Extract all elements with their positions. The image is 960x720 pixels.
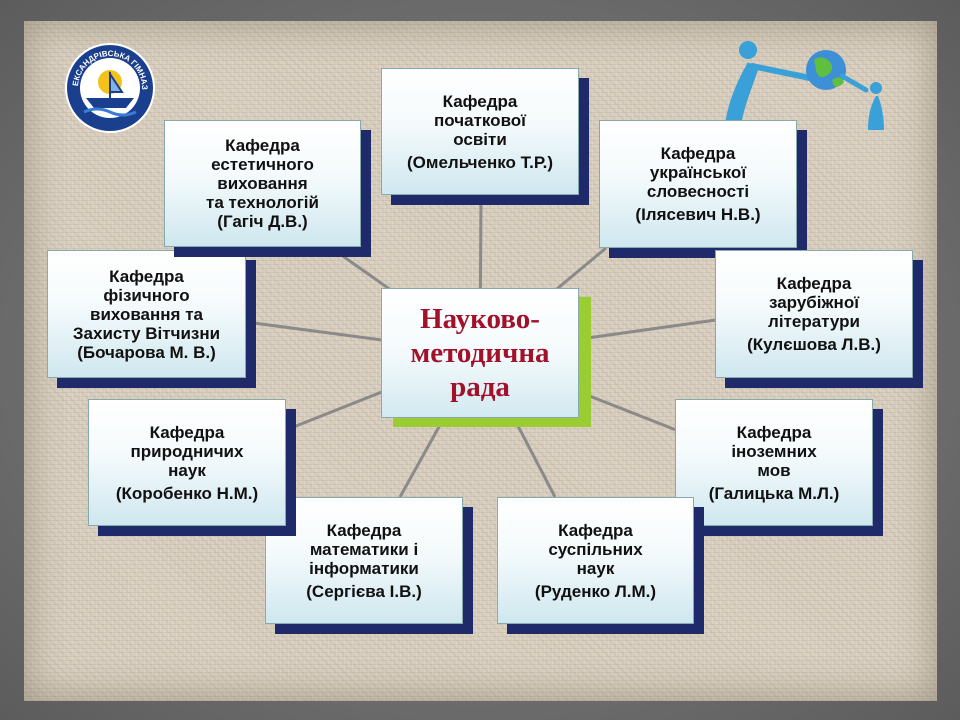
dept-social-line-2: суспільних: [548, 539, 643, 559]
dept-box-aesthetic: Кафедра естетичного виховання та техноло…: [164, 120, 361, 247]
dept-aesthetic-line-5: (Гагіч Д.В.): [217, 212, 308, 231]
dept-foreign-lang-line-1: Кафедра: [736, 422, 812, 442]
dept-ukrainian-line-4: (Ілясевич Н.В.): [635, 205, 761, 224]
dept-foreign-lit-line-1: Кафедра: [776, 274, 852, 293]
people-globe-icon: [724, 41, 884, 130]
dept-math-line-3: інформатики: [309, 558, 419, 578]
dept-math-line-4: (Сергієва І.В.): [306, 581, 422, 601]
dept-natural-line-1: Кафедра: [149, 422, 225, 442]
dept-primary-line-4: (Омельченко Т.Р.): [406, 152, 554, 172]
dept-aesthetic-line-2: естетичного: [211, 155, 314, 174]
dept-foreign-lit-line-4: (Кулєшова Л.В.): [747, 335, 881, 354]
dept-box-natural: Кафедра природничих наук (Коробенко Н.М.…: [88, 399, 286, 526]
dept-box-foreign-lang: Кафедра іноземних мов (Галицька М.Л.): [675, 399, 873, 526]
dept-physical-line-2: фізичного: [103, 285, 190, 305]
dept-foreign-lit-line-3: літератури: [768, 312, 860, 331]
dept-natural-line-3: наук: [168, 460, 206, 480]
dept-box-ukrainian: Кафедра української словесності (Ілясеви…: [599, 120, 797, 248]
dept-box-social: Кафедра суспільних наук (Руденко Л.М.): [497, 497, 694, 624]
dept-foreign-lang-line-2: іноземних: [731, 441, 817, 461]
dept-social-line-4: (Руденко Л.М.): [534, 581, 657, 601]
dept-natural-line-4: (Коробенко Н.М.): [115, 483, 259, 503]
dept-box-math: Кафедра математики і інформатики (Сергіє…: [265, 497, 463, 624]
dept-foreign-lang-line-3: мов: [757, 460, 791, 480]
dept-physical-line-1: Кафедра: [109, 266, 184, 286]
ship-emblem-icon: ОЛЕКСАНДРІВСЬКА ГІМНАЗІЯ: [64, 42, 155, 133]
center-line-2: методична: [410, 337, 550, 369]
dept-box-foreign-lit: Кафедра зарубіжної літератури (Кулєшова …: [715, 250, 913, 378]
center-line-3: рада: [450, 371, 510, 403]
dept-aesthetic-line-3: виховання: [217, 174, 308, 193]
dept-aesthetic-line-4: та технологій: [206, 193, 319, 212]
dept-physical-line-4: Захисту Вітчизни: [72, 323, 221, 343]
center-box: Науково- методична рада: [381, 288, 579, 418]
dept-foreign-lang-line-4: (Галицька М.Л.): [708, 483, 840, 503]
dept-primary-line-3: освіти: [453, 129, 507, 149]
dept-box-physical: Кафедра фізичного виховання та Захисту В…: [47, 250, 246, 378]
dept-math-line-2: математики і: [309, 539, 419, 559]
dept-math-line-1: Кафедра: [326, 520, 402, 540]
dept-natural-line-2: природничих: [130, 441, 244, 461]
dept-primary-line-2: початкової: [434, 110, 526, 130]
dept-ukrainian-line-3: словесності: [646, 182, 750, 201]
dept-social-line-1: Кафедра: [558, 520, 633, 540]
dept-foreign-lit-line-2: зарубіжної: [768, 293, 859, 312]
dept-box-primary: Кафедра початкової освіти (Омельченко Т.…: [381, 68, 579, 195]
dept-physical-line-3: виховання та: [90, 304, 203, 324]
dept-physical-line-5: (Бочарова М. В.): [77, 342, 216, 362]
dept-ukrainian-line-1: Кафедра: [660, 144, 736, 163]
dept-social-line-3: наук: [576, 558, 615, 578]
center-line-1: Науково-: [420, 303, 540, 335]
dept-primary-line-1: Кафедра: [442, 91, 518, 111]
dept-ukrainian-line-2: української: [649, 163, 747, 182]
dept-aesthetic-line-1: Кафедра: [225, 136, 300, 155]
